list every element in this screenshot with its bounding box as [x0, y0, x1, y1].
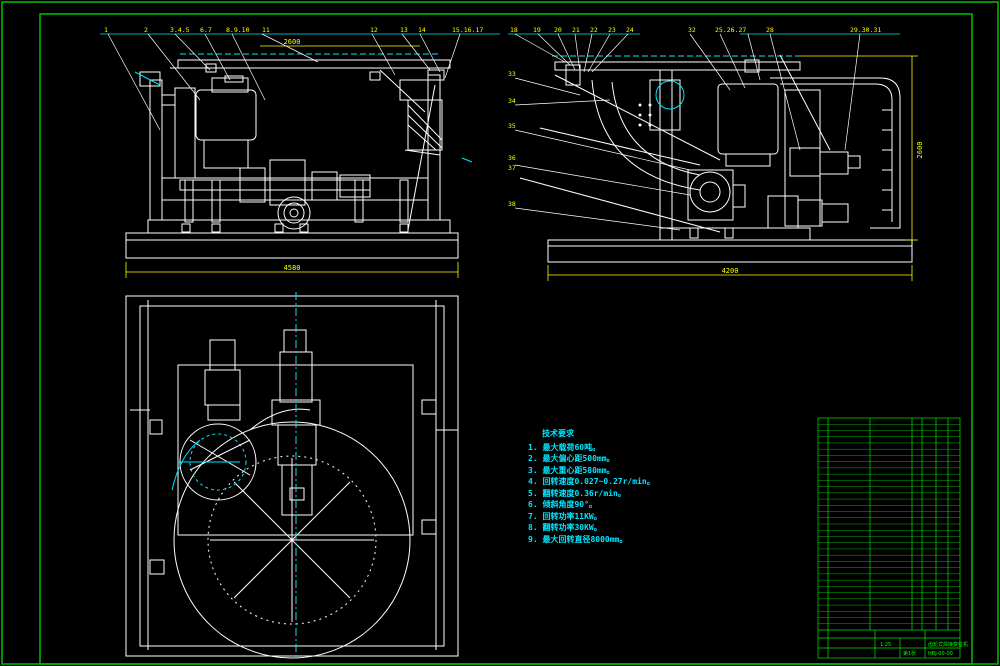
callout-leaders [100, 33, 900, 231]
callout-21: 21 [572, 26, 580, 34]
callout-29-30-31: 29.30.31 [850, 26, 881, 34]
front-view [125, 53, 473, 259]
callouts-front: 1 2 3.4.5 6.7 8.9.10 11 12 13 14 15.16.1… [104, 26, 483, 34]
callout-2: 2 [144, 26, 148, 34]
inner-frame [39, 13, 973, 665]
tech-item-8: 8. 翻转功率30KW。 [528, 523, 602, 532]
callout-25-26-27: 25.26.27 [715, 26, 746, 34]
parts-list [817, 417, 961, 659]
tech-item-5: 5. 翻转速度0.36r/min。 [528, 488, 626, 498]
title-block [818, 629, 960, 658]
dim-side-height: 2600 [916, 142, 924, 159]
dim-side-width: 4200 [722, 267, 739, 275]
callout-28: 28 [766, 26, 774, 34]
title-scale: 1:25 [880, 642, 891, 648]
callout-35: 35 [508, 122, 516, 130]
dim-top: 2600 [284, 38, 301, 46]
callout-1: 1 [104, 26, 108, 34]
dim-front-width: 4580 [284, 264, 301, 272]
technical-requirements: 技术要求 1. 最大载荷60吨。 2. 最大偏心距500mm。 3. 最大重心距… [528, 428, 655, 545]
tech-item-6: 6. 倾斜角度90°。 [528, 500, 597, 509]
callout-19: 19 [533, 26, 541, 34]
callout-23: 23 [608, 26, 616, 34]
tech-heading: 技术要求 [542, 429, 574, 438]
callout-32: 32 [688, 26, 696, 34]
callout-37: 37 [508, 164, 516, 172]
title-name: 齿轮式焊接变位机 [928, 641, 968, 648]
callout-8-9-10: 8.9.10 [226, 26, 250, 34]
tech-item-7: 7. 回转功率11KW。 [528, 511, 602, 521]
parts-rows [818, 424, 960, 624]
callout-13: 13 [400, 26, 408, 34]
tech-item-9: 9. 最大回转直径8000mm。 [528, 534, 628, 544]
callout-24: 24 [626, 26, 634, 34]
side-view [519, 54, 913, 263]
tech-item-4: 4. 回转速度0.027~0.27r/min。 [528, 477, 655, 486]
tech-item-3: 3. 最大重心距580mm。 [528, 465, 615, 475]
callout-3-4-5: 3.4.5 [170, 26, 190, 34]
title-sheet: 第1张 [903, 650, 916, 657]
callout-11: 11 [262, 26, 270, 34]
callout-12: 12 [370, 26, 378, 34]
gear-highlight [655, 80, 685, 110]
callout-36: 36 [508, 154, 516, 162]
callout-22: 22 [590, 26, 598, 34]
tech-item-1: 1. 最大载荷60吨。 [528, 442, 601, 452]
callout-6-7: 6.7 [200, 26, 212, 34]
callout-38: 38 [508, 200, 516, 208]
callouts-side: 18 19 20 21 22 23 24 25.26.27 28 29.30.3… [508, 26, 881, 208]
callout-14: 14 [418, 26, 426, 34]
title-drawing-no: HBJ-00-00 [928, 651, 953, 657]
callout-33: 33 [508, 70, 516, 78]
callout-18: 18 [510, 26, 518, 34]
callout-15-16-17: 15.16.17 [452, 26, 483, 34]
top-view [125, 292, 459, 660]
callout-20: 20 [554, 26, 562, 34]
rivet-dots [638, 103, 652, 127]
tech-item-2: 2. 最大偏心距500mm。 [528, 454, 615, 463]
rotation-arc [171, 439, 201, 491]
callout-34: 34 [508, 97, 516, 105]
